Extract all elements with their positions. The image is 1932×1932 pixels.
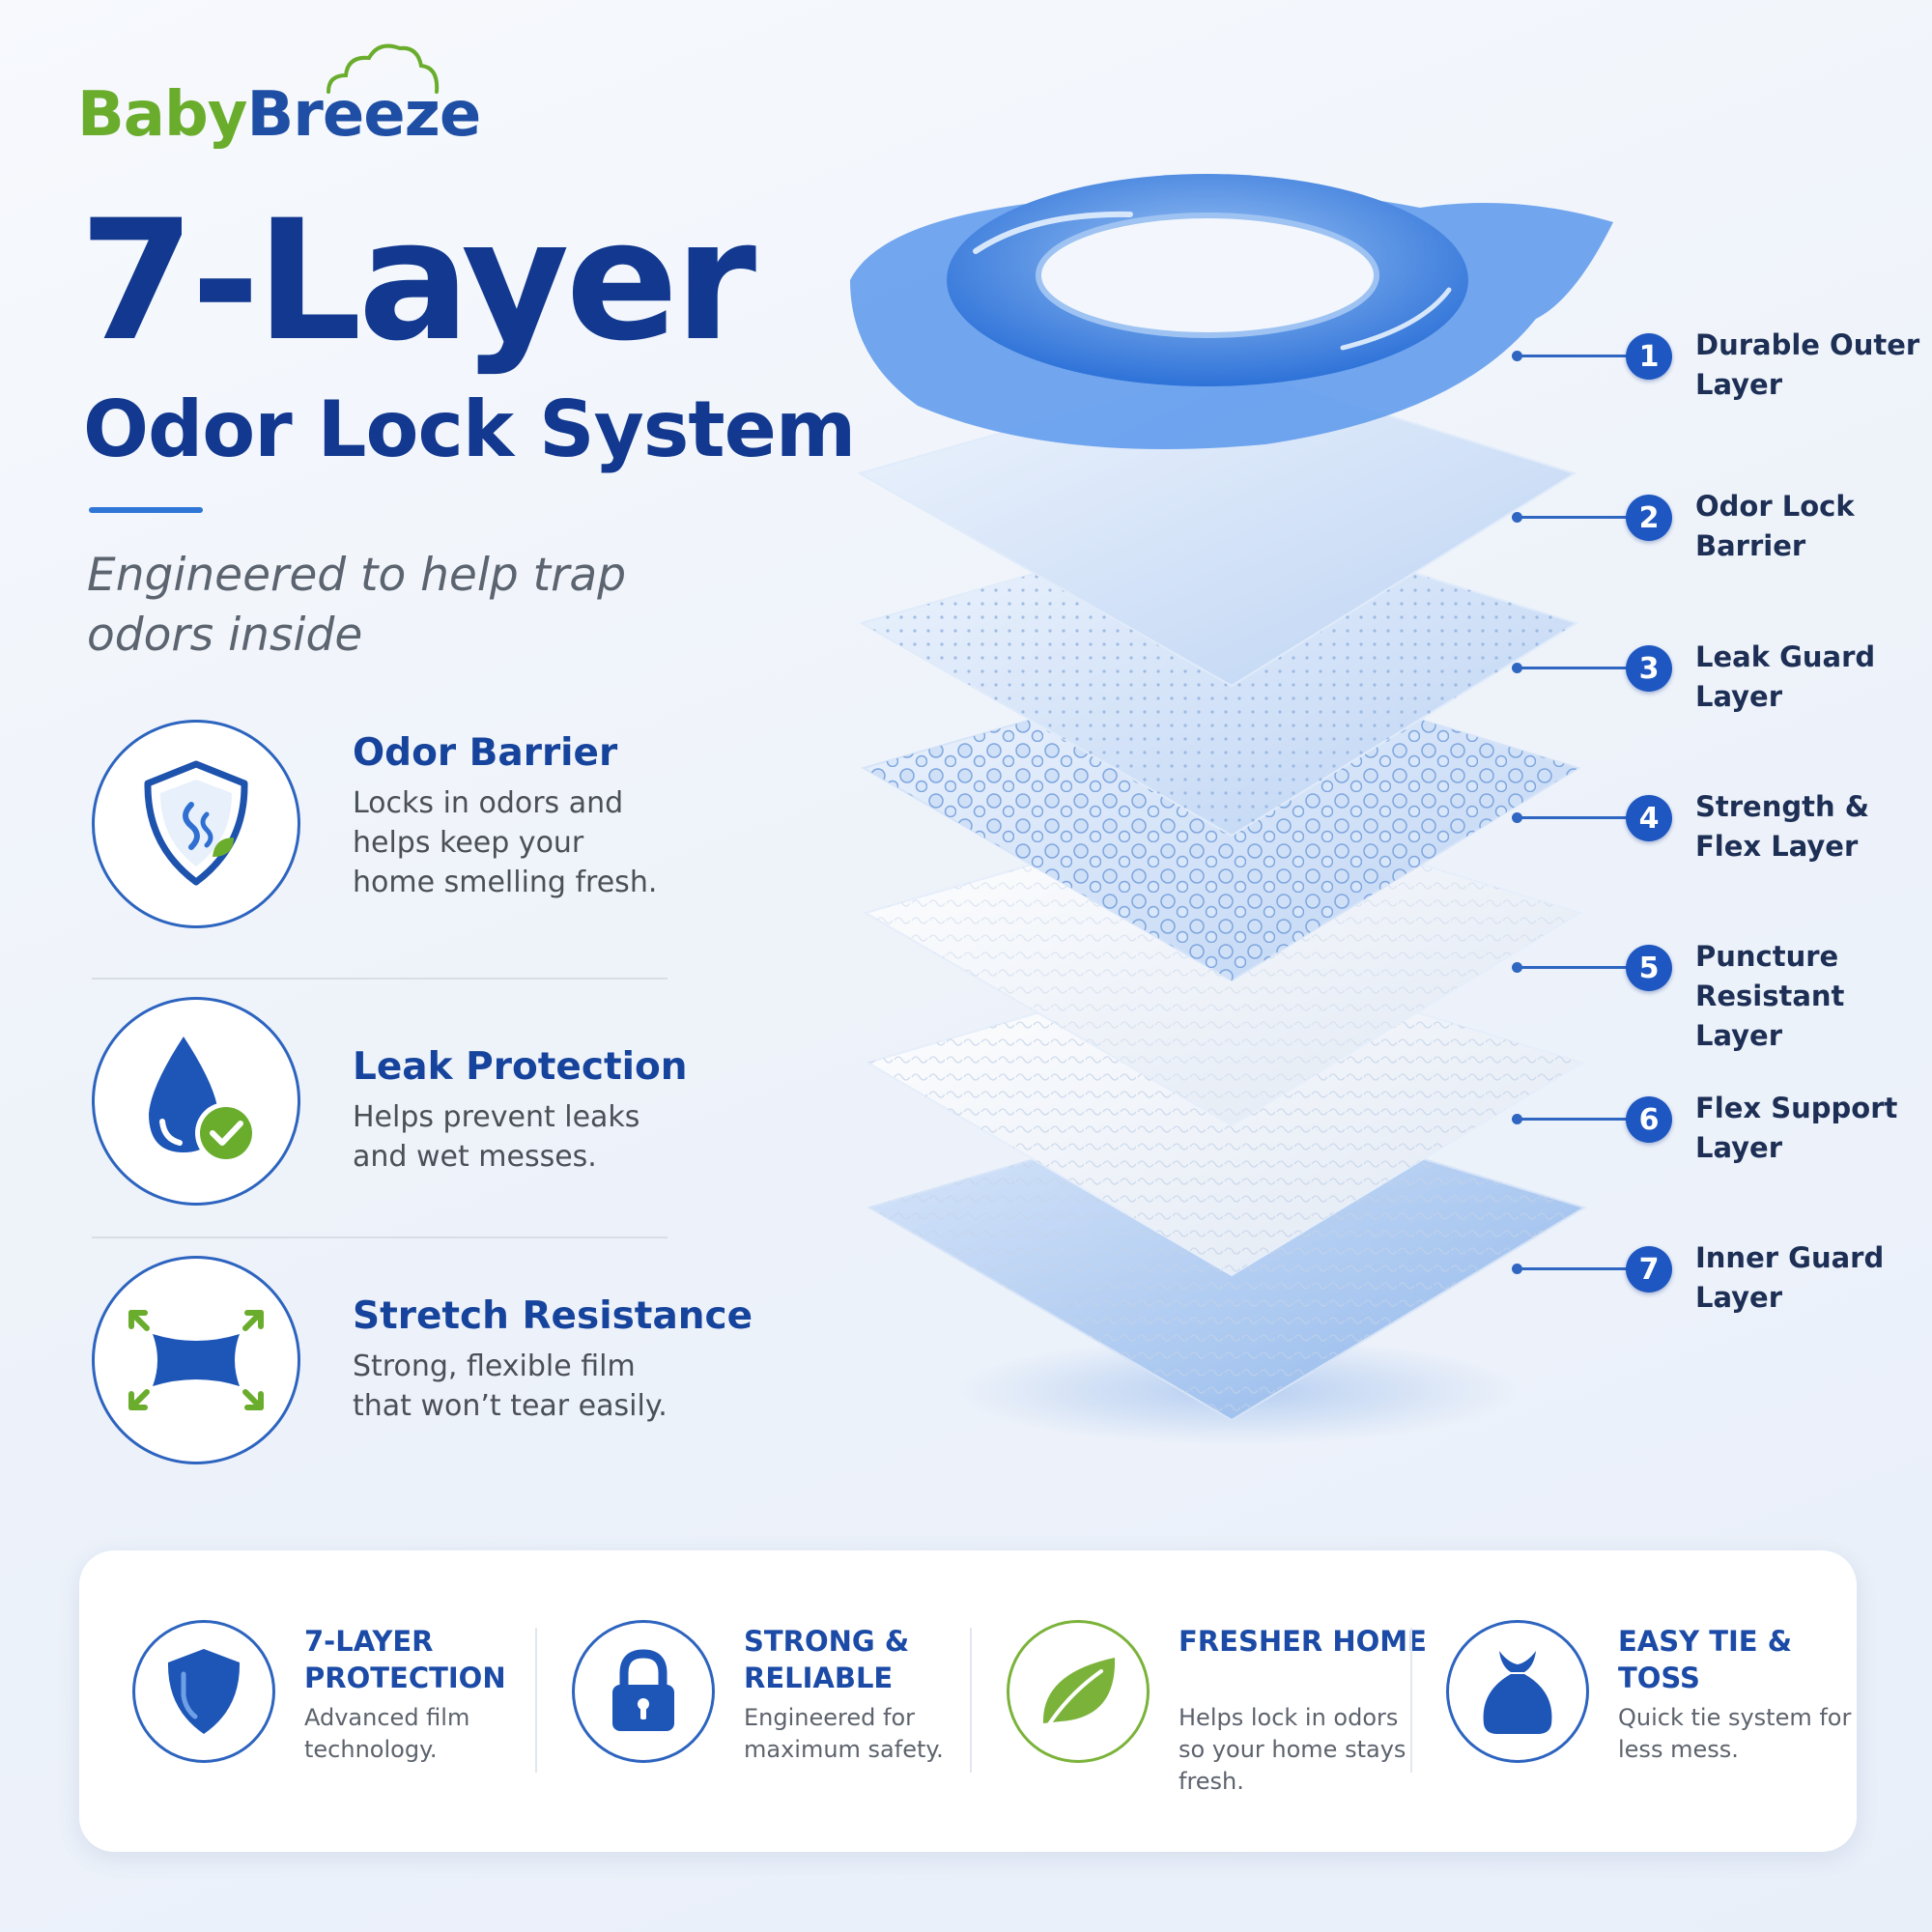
layer-label: Odor Lock Barrier bbox=[1695, 490, 1855, 562]
brand-logo: BabyBreeze bbox=[77, 39, 481, 164]
badge-description: Helps lock in odors so your home stays f… bbox=[1179, 1704, 1406, 1795]
badge-separator bbox=[1410, 1628, 1412, 1773]
benefits-panel: 7-LAYER PROTECTION Advanced film technol… bbox=[79, 1550, 1857, 1852]
layer-number: 3 bbox=[1626, 645, 1672, 692]
badge-description: Advanced film technology. bbox=[304, 1704, 470, 1763]
feature-stretch-resistance: Stretch Resistance Strong, flexible film… bbox=[92, 1256, 753, 1470]
feature-description: Helps prevent leaks and wet messes. bbox=[353, 1100, 640, 1174]
badge-7-layer-protection: 7-LAYER PROTECTION Advanced film technol… bbox=[132, 1550, 519, 1852]
badge-easy-tie-toss: EASY TIE & TOSS Quick tie system for les… bbox=[1446, 1550, 1851, 1852]
badge-strong-reliable: STRONG & RELIABLE Engineered for maximum… bbox=[572, 1550, 978, 1852]
feature-divider bbox=[92, 978, 668, 980]
badge-title: STRONG & RELIABLE bbox=[744, 1625, 910, 1694]
layer-callout-6: 6 Flex Support Layer bbox=[1512, 1089, 1932, 1195]
layer-label: Flex Support Layer bbox=[1695, 1092, 1898, 1164]
layer-label: Inner Guard Layer bbox=[1695, 1241, 1885, 1314]
shield-icon bbox=[132, 1620, 275, 1763]
layer-callout-7: 7 Inner Guard Layer bbox=[1512, 1238, 1932, 1345]
layer-number: 5 bbox=[1626, 945, 1672, 991]
badge-separator bbox=[970, 1628, 972, 1773]
layer-number: 6 bbox=[1626, 1096, 1672, 1143]
tagline: Engineered to help trap odors inside bbox=[87, 549, 627, 662]
badge-title: FRESHER HOME bbox=[1179, 1625, 1427, 1658]
badge-fresher-home: FRESHER HOME Helps lock in odors so your… bbox=[1007, 1550, 1427, 1852]
feature-description: Strong, flexible film that won’t tear ea… bbox=[353, 1350, 668, 1423]
layer-number: 2 bbox=[1626, 495, 1672, 541]
layer-label: Puncture Resistant Layer bbox=[1695, 940, 1845, 1052]
layer-label: Leak Guard Layer bbox=[1695, 640, 1876, 713]
cloud-icon bbox=[327, 43, 440, 94]
brand-name: BabyBreeze bbox=[77, 79, 481, 151]
page-title: 7-Layer bbox=[79, 184, 756, 378]
stretch-arrows-icon bbox=[92, 1256, 300, 1464]
shield-odor-icon bbox=[92, 720, 300, 928]
feature-odor-barrier: Odor Barrier Locks in odors and helps ke… bbox=[92, 720, 710, 934]
page-subtitle: Odor Lock System bbox=[83, 384, 856, 474]
layer-number: 7 bbox=[1626, 1246, 1672, 1293]
padlock-icon bbox=[572, 1620, 715, 1763]
feature-title: Odor Barrier bbox=[353, 731, 618, 775]
badge-description: Engineered for maximum safety. bbox=[744, 1704, 944, 1763]
feature-title: Stretch Resistance bbox=[353, 1294, 753, 1338]
layer-callout-4: 4 Strength & Flex Layer bbox=[1512, 787, 1932, 894]
badge-title: 7-LAYER PROTECTION bbox=[304, 1625, 506, 1694]
feature-leak-protection: Leak Protection Helps prevent leaks and … bbox=[92, 997, 710, 1211]
layers-illustration bbox=[850, 174, 1613, 1444]
badge-separator bbox=[535, 1628, 537, 1773]
title-underline bbox=[89, 507, 203, 513]
layer-callout-5: 5 Puncture Resistant Layer bbox=[1512, 937, 1932, 1052]
layer-callout-2: 2 Odor Lock Barrier bbox=[1512, 487, 1932, 593]
layer-callout-1: 1 Durable Outer Layer bbox=[1512, 326, 1932, 432]
badge-title: EASY TIE & TOSS bbox=[1618, 1625, 1793, 1694]
badge-description: Quick tie system for less mess. bbox=[1618, 1704, 1852, 1763]
feature-title: Leak Protection bbox=[353, 1045, 688, 1089]
layer-number: 4 bbox=[1626, 795, 1672, 841]
leaf-icon bbox=[1007, 1620, 1150, 1763]
layer-callout-3: 3 Leak Guard Layer bbox=[1512, 638, 1932, 744]
layer-label: Strength & Flex Layer bbox=[1695, 790, 1870, 863]
tied-bag-icon bbox=[1446, 1620, 1589, 1763]
feature-divider bbox=[92, 1236, 668, 1238]
layer-label: Durable Outer Layer bbox=[1695, 328, 1920, 401]
feature-description: Locks in odors and helps keep your home … bbox=[353, 786, 658, 899]
layer-number: 1 bbox=[1626, 333, 1672, 380]
water-drop-check-icon bbox=[92, 997, 300, 1206]
